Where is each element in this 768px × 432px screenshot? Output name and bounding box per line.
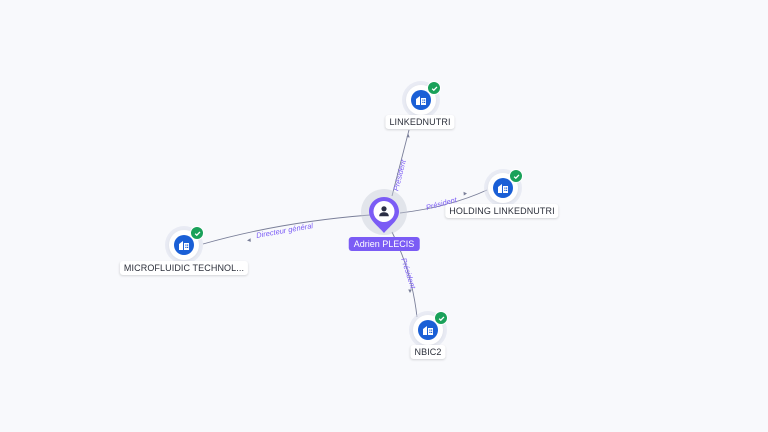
company-node-microfluidic[interactable] [169,226,204,260]
company-label-nbic2[interactable]: NBIC2 [410,345,446,359]
company-building-icon [174,235,194,255]
edge-arrow-microfluidic [247,238,251,242]
company-node-nbic2[interactable] [413,311,448,345]
edge-label-linkednutri: Président [391,158,408,192]
edge-label-nbic2: Président [399,257,418,291]
company-building-icon [411,90,431,110]
edge-line-microfluidic [202,214,371,245]
company-label-linkednutri[interactable]: LINKEDNUTRI [385,115,455,129]
company-node-linkednutri[interactable] [406,81,441,115]
company-label-microfluidic[interactable]: MICROFLUIDIC TECHNOL... [119,261,249,275]
edge-microfluidic: Directeur général [202,214,371,245]
verified-check-icon [509,169,523,183]
company-node-holding-linkednutri[interactable] [488,169,523,203]
edge-arrow-nbic2 [408,289,412,293]
company-label-holding-linkednutri[interactable]: HOLDING LINKEDNUTRI [445,204,559,218]
person-name-label[interactable]: Adrien PLECIS [348,237,420,251]
person-icon [379,206,389,217]
verified-check-icon [427,81,441,95]
edge-linkednutri: Président [391,129,410,197]
person-node-adrien-plecis[interactable] [368,196,400,234]
edge-line-linkednutri [391,129,410,197]
company-building-icon [493,178,513,198]
verified-check-icon [190,226,204,240]
edge-arrow-holding [463,191,467,196]
edge-label-microfluidic: Directeur général [255,221,314,240]
person-pin-shape [369,197,399,233]
verified-check-icon [434,311,448,325]
company-building-icon [418,320,438,340]
edge-arrow-linkednutri [406,134,410,138]
